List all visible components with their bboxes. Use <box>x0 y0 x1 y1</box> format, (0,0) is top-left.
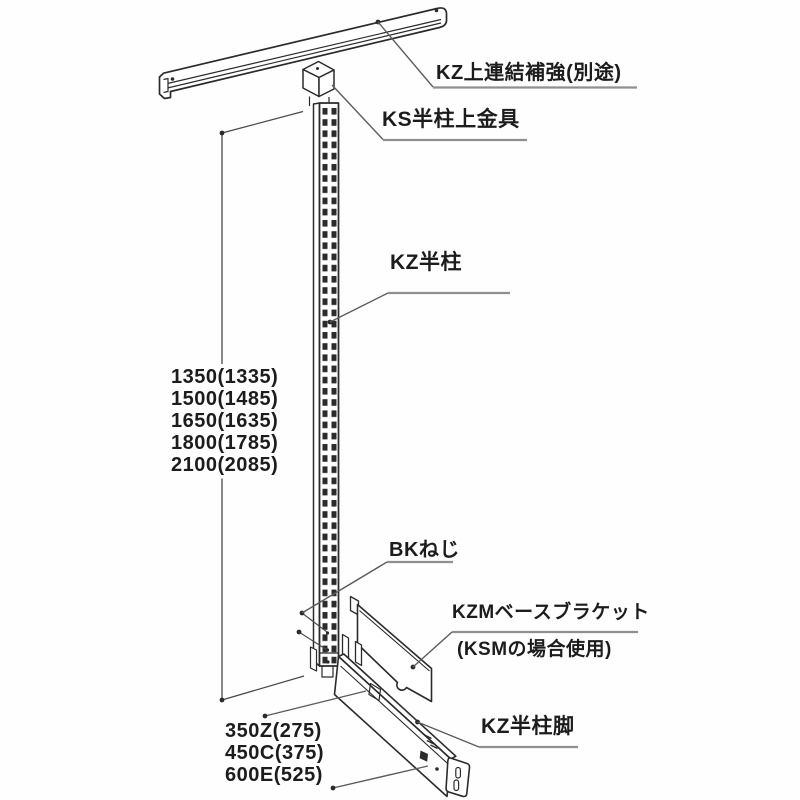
bracket-hole <box>316 67 319 70</box>
leg-length-option: 600E(525) <box>225 764 323 786</box>
leg-dark-square <box>419 750 428 762</box>
height-dimension <box>219 110 305 703</box>
leg-lip-line <box>340 665 450 765</box>
top-bracket <box>302 60 335 106</box>
label-top-bracket: KS半柱上金具 <box>382 108 520 131</box>
top-beam <box>158 7 448 100</box>
dimension-extension-top <box>221 110 304 134</box>
post-slot-pattern <box>319 103 339 666</box>
leg-end-face <box>445 757 471 798</box>
label-base-bracket-note: (KSMの場合使用) <box>457 639 612 660</box>
post-left-face <box>312 102 321 667</box>
label-top-beam: KZ上連結補強(別途) <box>436 62 622 84</box>
label-screw: BKねじ <box>389 539 460 561</box>
beam-end-channel <box>163 77 169 94</box>
beam-lip-lines <box>167 18 442 89</box>
label-leg: KZ半柱脚 <box>481 715 575 738</box>
post-height-option: 1650(1635) <box>171 410 279 432</box>
leader-lines <box>262 21 638 791</box>
post-height-option: 1800(1785) <box>171 432 279 454</box>
screw-pos-2 <box>325 648 330 652</box>
beam-hole-right <box>434 8 439 13</box>
post-height-option: 1500(1485) <box>171 388 279 410</box>
leg-slot-dashes <box>424 734 438 750</box>
leader-top-bracket <box>331 84 384 140</box>
leader-screw <box>301 561 388 614</box>
base-bracket-edge-line <box>359 610 430 672</box>
leg-length-option: 350Z(275) <box>225 720 322 742</box>
screw-pointer-lines <box>298 612 328 651</box>
leader-post <box>329 292 389 323</box>
post-height-options: 1350(1335) 1500(1485) 1650(1635) 1800(17… <box>171 366 278 476</box>
post-bottom-tabs <box>321 666 334 678</box>
base-bracket <box>349 595 433 703</box>
leader-top-beam <box>377 21 434 88</box>
label-base-bracket: KZMベースブラケット <box>452 602 650 623</box>
bracket-right-face <box>318 69 335 98</box>
label-post: KZ半柱 <box>390 251 462 274</box>
leader-leg-length-near <box>264 690 367 717</box>
beam-hole-left <box>170 77 175 81</box>
post-foot-plate <box>309 646 318 672</box>
screw-pos-1 <box>325 631 330 635</box>
post-height-option: 1350(1335) <box>171 366 279 388</box>
leader-leg-length-far <box>332 765 429 789</box>
leader-dot-leg-length-far <box>330 785 336 791</box>
dimension-extension-bottom <box>221 675 305 701</box>
base-bracket-plate <box>356 603 433 703</box>
post-front-outline <box>318 102 340 667</box>
post <box>309 102 340 678</box>
leader-leg <box>417 721 480 748</box>
screw-pos-3 <box>326 660 330 664</box>
leader-dot-leg-length-near <box>262 713 268 719</box>
dimension-dot-top <box>219 130 225 136</box>
leg-length-options: 350Z(275) 450C(375) 600E(525) <box>225 720 324 786</box>
leg-near-slot <box>368 682 382 702</box>
screw-dot-2 <box>296 629 302 635</box>
leader-base-bracket <box>412 631 453 668</box>
leg-length-option: 450C(375) <box>225 742 325 764</box>
leg-end-slot-1 <box>455 766 461 779</box>
post-height-option: 2100(2085) <box>171 454 279 476</box>
leg-hole <box>435 767 439 771</box>
leg-end-slot-2 <box>453 779 460 792</box>
beam-outline <box>158 7 448 100</box>
leg-prong-2 <box>354 640 363 667</box>
dimension-dot-bottom <box>219 697 225 703</box>
